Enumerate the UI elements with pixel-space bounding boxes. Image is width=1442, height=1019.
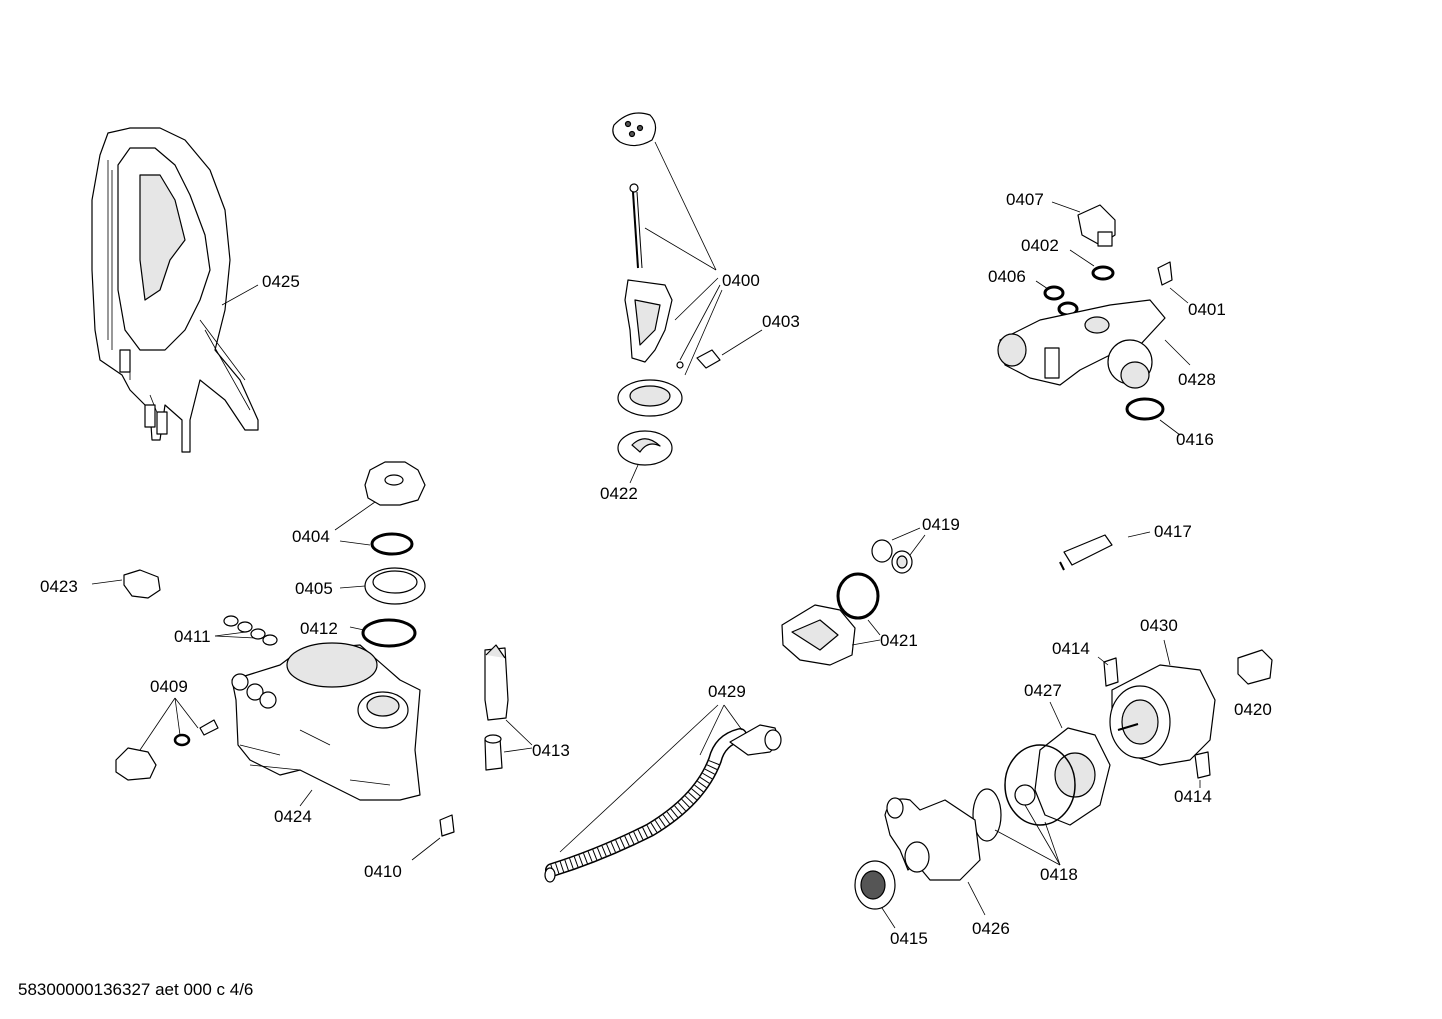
part-0424-sump-tank (231, 642, 421, 801)
part-0421-heater-pump (781, 572, 880, 666)
label-0430: 0430 (1140, 616, 1178, 635)
part-0411-seals (223, 615, 278, 646)
part-0414-clip-top (1103, 657, 1119, 687)
label-0400: 0400 (722, 271, 760, 290)
label-0421: 0421 (880, 631, 918, 650)
part-0409-valve (115, 719, 219, 781)
part-0423-valve (123, 569, 161, 599)
label-0415: 0415 (890, 929, 928, 948)
label-0405: 0405 (295, 579, 333, 598)
part-0422-disc (617, 430, 673, 466)
label-0429: 0429 (708, 682, 746, 701)
part-0430-motor (1109, 664, 1216, 766)
label-0420: 0420 (1234, 700, 1272, 719)
part-0417-sensor (1059, 534, 1113, 571)
part-0415-seal-ring (854, 860, 896, 910)
part-0400-float-assembly (612, 112, 684, 417)
label-0410: 0410 (364, 862, 402, 881)
part-0407-connector (1077, 204, 1116, 247)
part-0427-impeller-cover (1034, 727, 1111, 826)
part-0416-clamp (1125, 397, 1165, 421)
label-0404: 0404 (292, 527, 330, 546)
part-0405-ring (370, 532, 414, 556)
label-0401: 0401 (1188, 300, 1226, 319)
part-0418-seals (972, 744, 1076, 842)
label-0413: 0413 (532, 741, 570, 760)
part-0425-heat-exchanger (91, 127, 259, 453)
label-0411: 0411 (174, 627, 211, 646)
label-0402: 0402 (1021, 236, 1059, 255)
part-0412-seal (361, 618, 417, 648)
label-0406: 0406 (988, 267, 1026, 286)
label-0426: 0426 (972, 919, 1010, 938)
part-0429-hose (544, 724, 782, 883)
label-0424: 0424 (274, 807, 312, 826)
part-0419-valves (871, 539, 913, 574)
label-0427: 0427 (1024, 681, 1062, 700)
document-code: 58300000136327 aet 000 c 4/6 (18, 980, 254, 999)
part-0403-clip (696, 349, 721, 369)
label-0419: 0419 (922, 515, 960, 534)
label-0407: 0407 (1006, 190, 1044, 209)
label-0428: 0428 (1178, 370, 1216, 389)
part-0428-valve-body (997, 299, 1166, 389)
part-0426-pump-housing (884, 797, 981, 881)
part-0401-clip (1157, 261, 1173, 286)
label-0414-bottom: 0414 (1174, 787, 1212, 806)
part-0406-orings (1043, 285, 1079, 317)
label-0412: 0412 (300, 619, 338, 638)
label-0425: 0425 (262, 272, 300, 291)
label-0417: 0417 (1154, 522, 1192, 541)
label-0423: 0423 (40, 577, 78, 596)
label-0418: 0418 (1040, 865, 1078, 884)
part-0414-clip-bottom (1194, 751, 1211, 779)
part-0402-oring (1091, 265, 1115, 281)
part-0410-bracket (439, 814, 455, 837)
part-0404-cap (364, 461, 426, 506)
part-0405-nut (364, 567, 426, 605)
label-0422: 0422 (600, 484, 638, 503)
label-0414-top: 0414 (1052, 639, 1090, 658)
label-0403: 0403 (762, 312, 800, 331)
label-0409: 0409 (150, 677, 188, 696)
part-0420-connector (1237, 649, 1273, 685)
part-0413-sensor (484, 644, 509, 771)
label-0416: 0416 (1176, 430, 1214, 449)
